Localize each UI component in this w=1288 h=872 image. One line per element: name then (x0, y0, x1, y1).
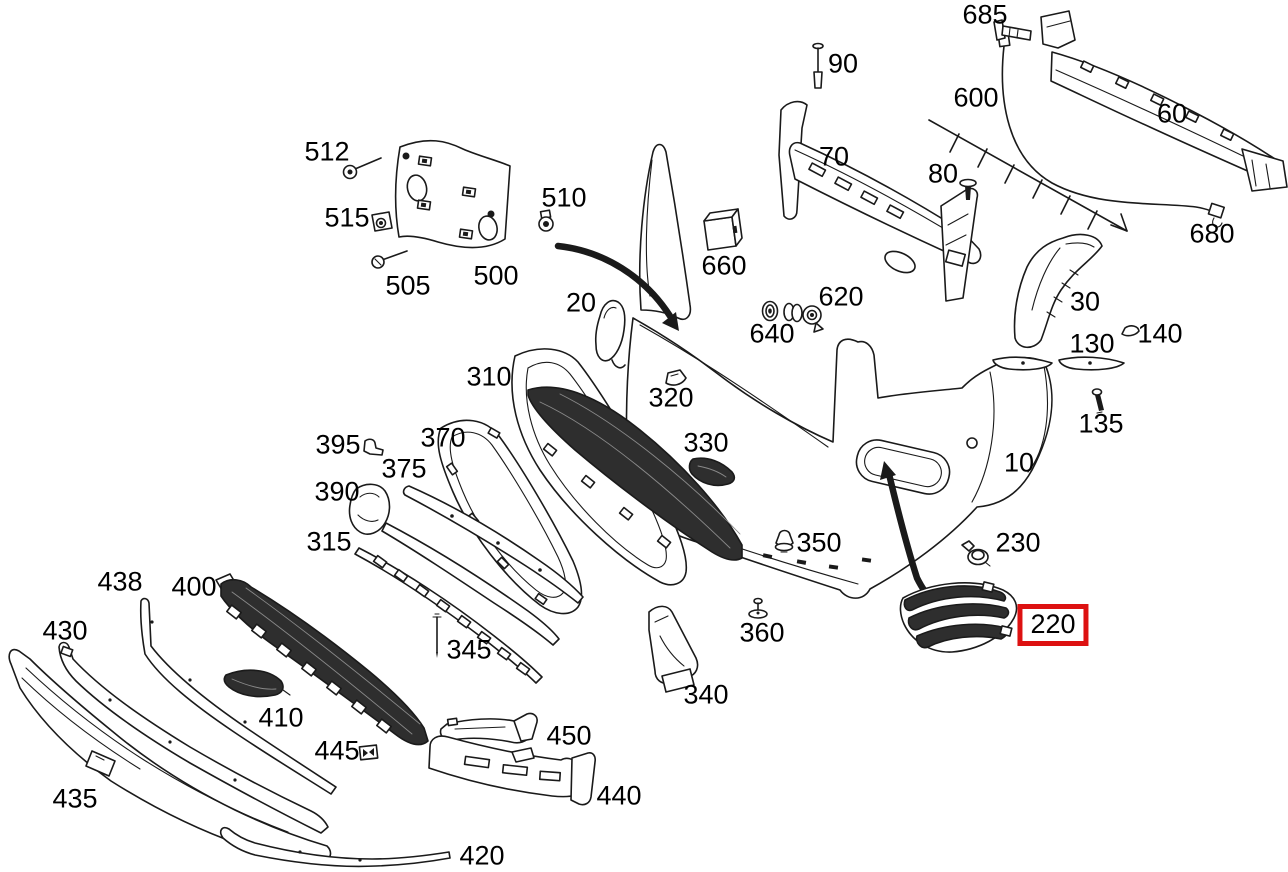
part-345-drawing (432, 613, 442, 658)
part-ref-label-345: 345 (446, 634, 492, 665)
part-ref-label-500: 500 (473, 260, 519, 291)
part-ref-label-395: 395 (315, 429, 361, 460)
part-ref-label-440: 440 (596, 780, 642, 811)
part-80-drawing (959, 178, 977, 200)
part-ref-label-230: 230 (995, 527, 1041, 558)
part-350-drawing (774, 529, 794, 553)
part-600-drawing (928, 119, 1128, 232)
part-660-drawing (703, 208, 743, 251)
part-230-drawing (961, 540, 991, 567)
part-310-drawing (511, 348, 743, 586)
part-315-drawing (354, 547, 543, 684)
part-620-drawing (783, 302, 824, 333)
part-410-drawing (223, 669, 291, 698)
part-130-drawing (992, 356, 1125, 371)
part-375-drawing (402, 485, 584, 604)
part-ref-label-highlighted-220: 220 (1017, 604, 1089, 646)
part-ref-label-20: 20 (565, 287, 597, 318)
part-420-drawing (220, 826, 451, 868)
part-395-drawing (363, 438, 384, 456)
part-440-drawing (428, 735, 596, 806)
part-ref-label-400: 400 (171, 571, 217, 602)
part-ref-label-438: 438 (97, 566, 143, 597)
part-70-drawing (778, 100, 982, 302)
part-360-drawing (748, 597, 768, 619)
part-ref-label-685: 685 (962, 0, 1008, 30)
part-400-drawing (215, 573, 429, 746)
part-ref-label-130: 130 (1069, 328, 1115, 359)
part-ref-label-680: 680 (1189, 218, 1235, 249)
part-140-drawing (1121, 325, 1140, 337)
part-320-drawing (665, 369, 687, 386)
part-ref-label-640: 640 (749, 318, 795, 349)
part-505-drawing (371, 250, 408, 269)
part-ref-label-330: 330 (683, 427, 729, 458)
part-ref-label-515: 515 (324, 202, 370, 233)
part-ref-label-620: 620 (818, 281, 864, 312)
part-ref-label-70: 70 (818, 141, 850, 172)
part-ref-label-310: 310 (466, 361, 512, 392)
part-90-drawing (812, 42, 824, 89)
part-ref-label-430: 430 (42, 615, 88, 646)
part-500-drawing (394, 139, 511, 249)
part-ref-label-320: 320 (648, 382, 694, 413)
part-390-drawing (348, 483, 560, 646)
part-ref-label-370: 370 (420, 422, 466, 453)
part-640-drawing (761, 300, 779, 322)
part-685-drawing (993, 19, 1032, 41)
part-438-drawing (139, 597, 337, 795)
part-ref-label-445: 445 (314, 735, 360, 766)
part-ref-label-660: 660 (701, 250, 747, 281)
part-512-drawing (342, 157, 382, 180)
part-ref-label-315: 315 (306, 526, 352, 557)
part-ref-label-360: 360 (739, 617, 785, 648)
part-ref-label-135: 135 (1078, 408, 1124, 439)
part-430-drawing (58, 641, 329, 834)
part-330-drawing (688, 457, 736, 487)
part-ref-label-375: 375 (381, 453, 427, 484)
part-445-drawing (358, 744, 379, 761)
part-ref-label-80: 80 (927, 158, 959, 189)
part-ref-label-450: 450 (546, 720, 592, 751)
part-ref-label-505: 505 (385, 270, 431, 301)
part-ref-label-10: 10 (1003, 447, 1035, 478)
part-ref-label-340: 340 (683, 679, 729, 710)
part-515-drawing (371, 211, 393, 232)
part-10-drawing (625, 143, 1053, 599)
part-220-drawing (899, 581, 1018, 653)
part-ref-label-420: 420 (459, 840, 505, 871)
part-ref-label-350: 350 (796, 527, 842, 558)
part-ref-label-510: 510 (541, 182, 587, 213)
part-340-drawing (648, 605, 699, 693)
install-arrow-left (554, 242, 679, 331)
part-510-drawing (538, 209, 554, 232)
part-ref-label-410: 410 (258, 702, 304, 733)
part-ref-label-90: 90 (827, 48, 859, 79)
part-20-drawing (594, 299, 626, 369)
part-ref-label-512: 512 (304, 136, 350, 167)
part-ref-label-600: 600 (953, 82, 999, 113)
part-ref-label-390: 390 (314, 476, 360, 507)
part-60-drawing (1040, 10, 1288, 192)
part-30-drawing (1013, 233, 1103, 349)
part-135-drawing (1091, 388, 1104, 414)
part-ref-label-435: 435 (52, 783, 98, 814)
part-ref-label-30: 30 (1069, 286, 1101, 317)
part-ref-label-140: 140 (1137, 318, 1183, 349)
part-ref-label-60: 60 (1156, 98, 1188, 129)
